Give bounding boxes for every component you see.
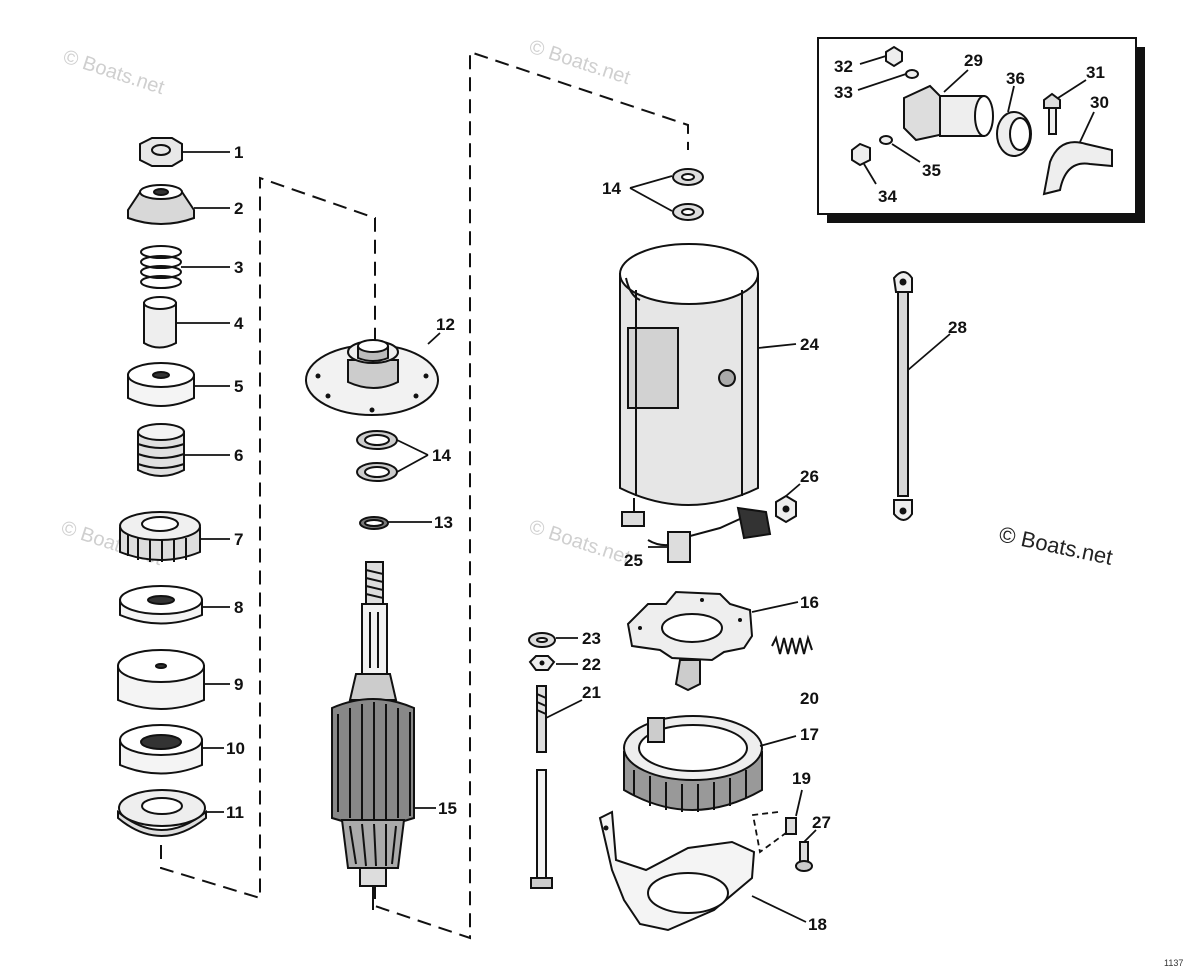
part-11-retainer [117, 789, 207, 837]
callout-label: 22 [582, 655, 601, 674]
part-7-pinion-gear [119, 511, 201, 562]
part-6-spring-cup [137, 423, 185, 477]
part-22-lockwasher [528, 655, 556, 671]
watermark: © Boats.net [526, 516, 633, 569]
callout-label: 36 [1006, 69, 1025, 88]
callout-label: 6 [234, 446, 243, 465]
part-5-collar [127, 362, 195, 407]
callout-label: 14 [602, 179, 621, 198]
callout-labels: 1 2 3 4 5 6 7 8 9 10 11 12 13 14 15 14 2… [226, 51, 1109, 934]
callout-label: 21 [582, 683, 601, 702]
callout-label: 25 [624, 551, 643, 570]
watermark: © Boats.net [60, 46, 167, 99]
assembly-dashed-lines [160, 50, 791, 940]
callout-label: 20 [800, 689, 819, 708]
callout-label: 10 [226, 739, 245, 758]
part-28-cable [892, 271, 913, 521]
dashed-line-center [374, 50, 689, 940]
part-19-brush [785, 817, 797, 835]
part-29-solenoid [903, 84, 994, 142]
part-18-bracket [598, 810, 756, 932]
part-25-terminal-lead [621, 498, 772, 563]
callout-label: 28 [948, 318, 967, 337]
part-34-nut [851, 142, 871, 167]
corner-code: 1137 [1164, 958, 1183, 968]
callout-label: 17 [800, 725, 819, 744]
callout-label: 35 [922, 161, 941, 180]
part-33-washer [905, 69, 919, 79]
callout-label: 11 [226, 803, 244, 822]
callout-label: 30 [1090, 93, 1109, 112]
part-1-nut [139, 137, 183, 167]
part-35-washer [879, 135, 893, 145]
callout-label: 26 [800, 467, 819, 486]
callout-label: 8 [234, 598, 243, 617]
part-9-collar [117, 649, 205, 710]
part-12-end-plate [305, 339, 439, 416]
part-14-washers-center [356, 430, 398, 482]
part-36-ring [996, 111, 1032, 157]
callout-label: 31 [1086, 63, 1105, 82]
part-4-sleeve [143, 296, 177, 349]
leader-lines [176, 55, 1095, 923]
part-15-armature [331, 561, 415, 910]
callout-label: 32 [834, 57, 853, 76]
dashed-line-left [160, 176, 376, 900]
part-24-frame [619, 243, 759, 506]
watermark: © Boats.net [526, 36, 633, 89]
callout-label: 33 [834, 83, 853, 102]
callout-label: 18 [808, 915, 827, 934]
callout-label: 7 [234, 530, 243, 549]
part-30-clamp [1042, 141, 1113, 196]
callout-label: 9 [234, 675, 243, 694]
dashed-line-brush [751, 811, 791, 854]
callout-label: 24 [800, 335, 819, 354]
part-17-field-housing [623, 715, 763, 812]
callout-label: 13 [434, 513, 453, 532]
callout-label: 4 [234, 314, 244, 333]
part-2-cup [127, 184, 195, 225]
part-10-bushing [119, 724, 203, 775]
part-8-washer [119, 585, 203, 625]
part-32-nut [885, 45, 903, 68]
inset-box [817, 37, 1145, 223]
part-16-brush-plate [626, 590, 754, 692]
callout-label: 16 [800, 593, 819, 612]
part-21-through-bolt [530, 685, 553, 889]
part-3-spring [140, 245, 182, 289]
callout-label: 2 [234, 199, 243, 218]
callout-label: 27 [812, 813, 831, 832]
callout-label: 19 [792, 769, 811, 788]
part-14-washers-top [672, 168, 704, 221]
callout-label: 12 [436, 315, 455, 334]
callout-label: 3 [234, 258, 243, 277]
part-13-ring [359, 516, 389, 530]
callout-label: 1 [234, 143, 243, 162]
callout-label: 34 [878, 187, 897, 206]
callout-label: 23 [582, 629, 601, 648]
watermark-main: © Boats.net [997, 521, 1115, 569]
part-26-nut [775, 494, 797, 524]
callout-label: 14 [432, 446, 451, 465]
part-23-washer [528, 632, 556, 648]
part-27-screw [795, 841, 813, 872]
callout-label: 15 [438, 799, 457, 818]
callout-label: 5 [234, 377, 243, 396]
part-20-springs [771, 634, 813, 655]
callout-label: 29 [964, 51, 983, 70]
part-31-bolt [1043, 92, 1061, 135]
